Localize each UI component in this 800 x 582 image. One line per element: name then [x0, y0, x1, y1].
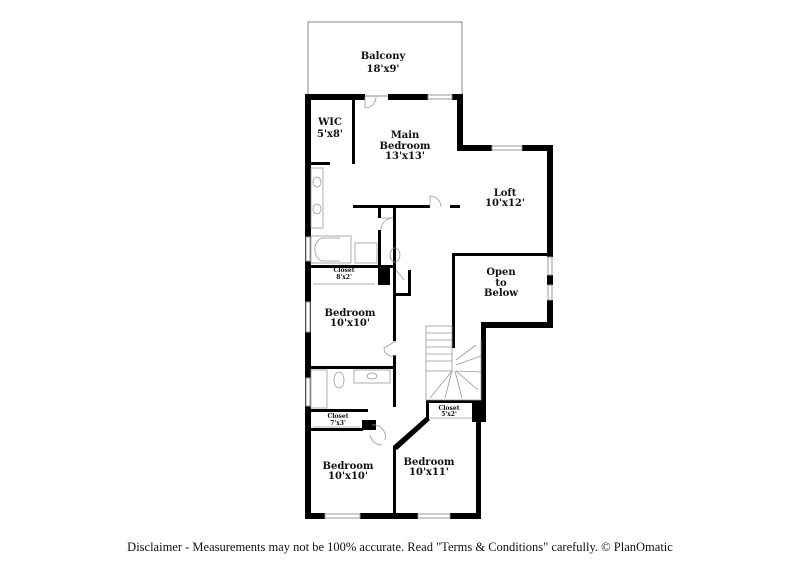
closet-c-size: 5'x2'	[441, 411, 457, 418]
fixtures	[310, 167, 472, 428]
bedroom-a-label: Bedroom	[325, 308, 376, 319]
closet-b-size: 7'x3'	[330, 420, 346, 427]
bedroom-b-size: 10'x10'	[328, 471, 368, 482]
windows	[305, 94, 553, 519]
open-to-below-3: Below	[484, 288, 518, 299]
balcony-outline	[307, 21, 463, 97]
closet-a-size: 8'x2'	[336, 274, 352, 281]
closet-b-label: Closet	[327, 413, 348, 420]
disclaimer-text: Disclaimer - Measurements may not be 100…	[127, 540, 673, 554]
bedroom-c-size: 10'x11'	[409, 467, 449, 478]
stairs	[425, 325, 482, 401]
closet-a-label: Closet	[333, 267, 354, 274]
wic-label: WIC	[317, 117, 342, 128]
main-bedroom-label-2: Bedroom	[380, 141, 431, 152]
main-bedroom-size: 13'x13'	[385, 151, 425, 162]
balcony-size: 18'x9'	[367, 64, 400, 75]
bedroom-c-label: Bedroom	[404, 457, 455, 468]
loft-size: 10'x12'	[485, 198, 525, 209]
wic-size: 5'x8'	[317, 129, 343, 140]
closet-c-label: Closet	[438, 405, 459, 412]
walls	[305, 94, 553, 519]
open-to-below-2: to	[495, 278, 507, 289]
loft-label: Loft	[494, 188, 517, 199]
doors	[364, 96, 442, 446]
bedroom-b-label: Bedroom	[323, 461, 374, 472]
open-to-below-1: Open	[486, 267, 516, 278]
balcony-label: Balcony	[361, 51, 407, 62]
main-bedroom-label-1: Main	[391, 130, 420, 141]
bedroom-a-size: 10'x10'	[330, 318, 370, 329]
